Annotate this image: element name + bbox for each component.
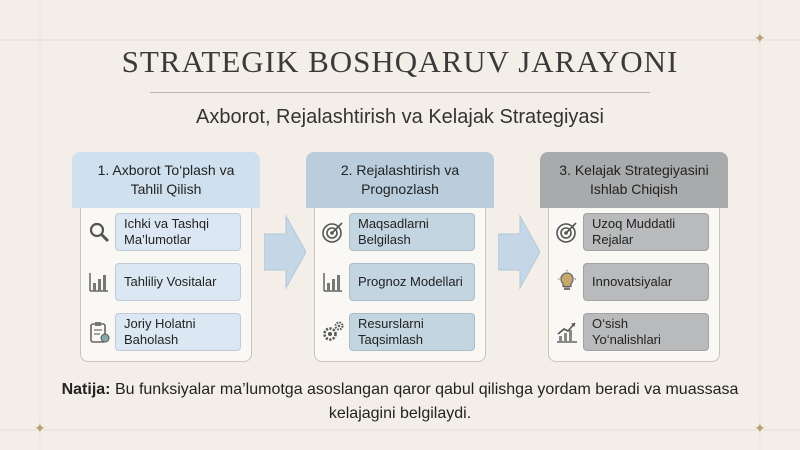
lightbulb-icon bbox=[555, 270, 579, 294]
stage-heading: 1. Axborot To‘plash va Tahlil Qilish bbox=[72, 152, 260, 208]
stage-item: O‘sish Yo‘nalishlari bbox=[583, 313, 709, 351]
clipboard-icon bbox=[87, 320, 111, 344]
stage-item-line: Belgilash bbox=[358, 232, 411, 247]
gears-icon bbox=[321, 320, 345, 344]
stage-item: Tahliliy Vositalar bbox=[115, 263, 241, 301]
stage-heading-line: 3. Kelajak Strategiyasini bbox=[559, 162, 709, 178]
result-text: Bu funksiyalar ma’lumotga asoslangan qar… bbox=[110, 381, 739, 422]
stage-item-line: Maqsadlarni bbox=[358, 216, 429, 231]
result-note: Natija: Bu funksiyalar ma’lumotga asosla… bbox=[40, 378, 760, 426]
stage-item-line: Joriy Holatni bbox=[124, 316, 196, 331]
stage-heading-line: Tahlil Qilish bbox=[130, 181, 202, 197]
title-divider bbox=[150, 92, 650, 93]
stage-item-line: Taqsimlash bbox=[358, 332, 424, 347]
page-subtitle: Axborot, Rejalashtirish va Kelajak Strat… bbox=[196, 106, 604, 128]
stage-item-line: Rejalar bbox=[592, 232, 634, 247]
growth-chart-icon bbox=[555, 320, 579, 344]
result-label: Natija: bbox=[61, 381, 111, 398]
stage-item-line: Ma’lumotlar bbox=[124, 232, 192, 247]
star-decoration-icon: ✦ bbox=[34, 420, 46, 436]
stage-item-line: Prognoz Modellari bbox=[358, 274, 463, 289]
page-title: STRATEGIK BOSHQARUV JARAYONI bbox=[121, 44, 679, 79]
stage-heading-line: 2. Rejalashtirish va bbox=[340, 162, 460, 178]
target-icon bbox=[555, 220, 579, 244]
stage-heading: 2. Rejalashtirish va Prognozlash bbox=[306, 152, 494, 208]
stage-heading-line: Prognozlash bbox=[361, 181, 439, 197]
arrow-right-icon bbox=[264, 214, 306, 290]
stage-item-line: Tahliliy Vositalar bbox=[124, 274, 217, 289]
stage-column-1: 1. Axborot To‘plash va Tahlil Qilish Ich… bbox=[72, 152, 260, 362]
stage-item-line: O‘sish Yo‘nalishlari bbox=[592, 316, 661, 347]
bar-chart-icon bbox=[321, 270, 345, 294]
stage-column-2: 2. Rejalashtirish va Prognozlash Maqsadl… bbox=[306, 152, 494, 362]
stage-item-line: Innovatsiyalar bbox=[592, 274, 673, 289]
stage-heading-line: 1. Axborot To‘plash va bbox=[97, 162, 235, 178]
stage-item: Innovatsiyalar bbox=[583, 263, 709, 301]
bar-chart-icon bbox=[87, 270, 111, 294]
stage-heading-line: Ishlab Chiqish bbox=[590, 181, 678, 197]
stage-heading: 3. Kelajak Strategiyasini Ishlab Chiqish bbox=[540, 152, 728, 208]
stage-item-line: Ichki va Tashqi bbox=[124, 216, 210, 231]
stage-item-line: Uzoq Muddatli bbox=[592, 216, 676, 231]
target-icon bbox=[321, 220, 345, 244]
star-decoration-icon: ✦ bbox=[754, 30, 766, 46]
stage-item-line: Resurslarni bbox=[358, 316, 424, 331]
stage-item-line: Baholash bbox=[124, 332, 179, 347]
stage-item: Prognoz Modellari bbox=[349, 263, 475, 301]
arrow-right-icon bbox=[498, 214, 540, 290]
stage-column-3: 3. Kelajak Strategiyasini Ishlab Chiqish… bbox=[540, 152, 728, 362]
magnifier-icon bbox=[87, 220, 111, 244]
star-decoration-icon: ✦ bbox=[754, 420, 766, 436]
